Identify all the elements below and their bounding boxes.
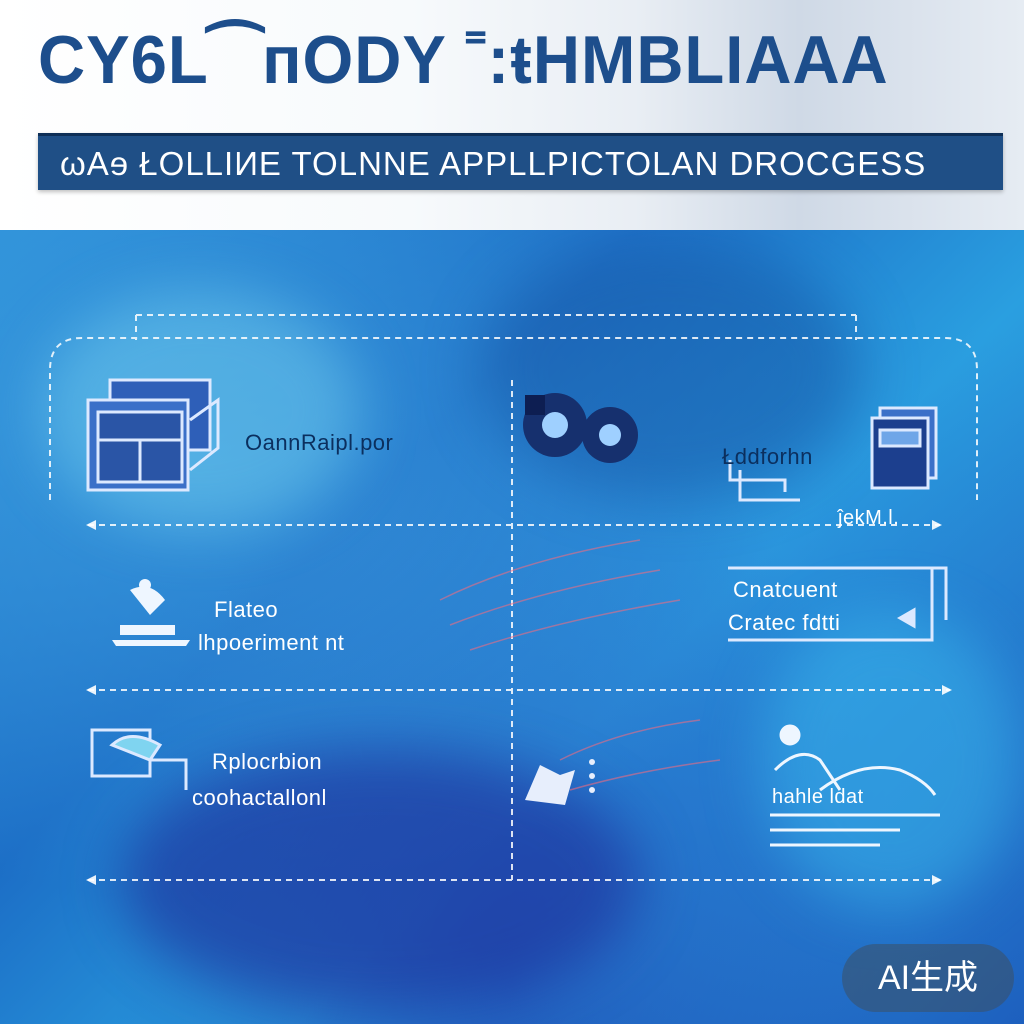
streak-lines [439, 539, 721, 791]
subtitle-bar: ωΑɘ ŁOLLIИE TOLNNE APPLLPICTOLAN DROCGES… [38, 133, 1003, 190]
cell-label-5a: Rplocrbion [212, 749, 323, 774]
chart-screen-icon [728, 566, 948, 642]
cell-sublabel-2: ĵеkM.l. [838, 507, 900, 529]
ai-generated-badge: AI生成 [842, 944, 1014, 1012]
window-stack-icon [86, 378, 220, 492]
page-subtitle: ωΑɘ ŁOLLIИE TOLNNE APPLLPICTOLAN DROCGES… [60, 145, 927, 182]
folder-icon [525, 759, 595, 805]
document-stack-icon [728, 406, 938, 502]
header: CY6L⁀пODY ˭:ŧHMBLIAAA ωΑɘ ŁOLLIИE TOLNNE… [0, 0, 1024, 230]
hand-card-icon [90, 728, 188, 790]
arrow-right-3 [932, 875, 942, 885]
background-glow [480, 240, 860, 500]
cell-label-5b: coohactallonl [192, 785, 327, 810]
background-glow [760, 610, 1020, 910]
cell-label-2: Łddforhn [722, 444, 813, 469]
cell-label-1: OannRaipl.por [245, 430, 394, 455]
gears-icon [523, 393, 638, 463]
arrow-right-2 [942, 685, 952, 695]
cell-label-3a: Flateo [214, 597, 279, 622]
cell-label-3b: lhpoeriment nt [198, 630, 345, 655]
arrow-right-1 [932, 520, 942, 530]
person-desk-icon [112, 579, 190, 646]
arrow-left-3 [86, 875, 96, 885]
cell-label-4b: Cratec fdtti [728, 610, 841, 635]
cell-label-6: hahle ldat [772, 786, 864, 808]
arrow-left-1 [86, 520, 96, 530]
arrow-left-2 [86, 685, 96, 695]
cell-label-4a: Cnatcuent [733, 577, 838, 602]
frame-top [49, 337, 978, 500]
page-title: CY6L⁀пODY ˭:ŧHMBLIAAA [38, 22, 889, 98]
worker-icon [770, 724, 940, 847]
